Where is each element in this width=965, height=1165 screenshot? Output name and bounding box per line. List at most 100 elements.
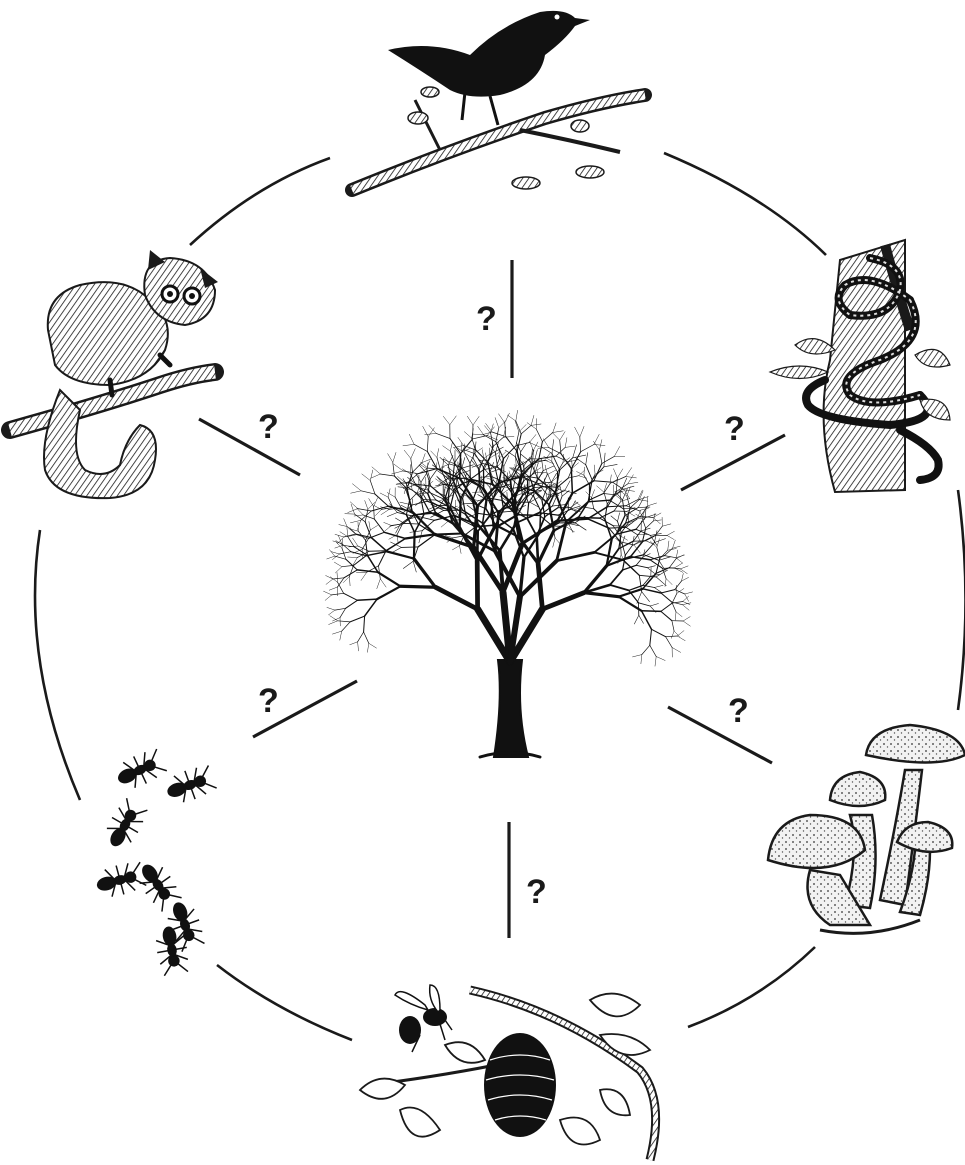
tree-branch [630,499,639,508]
tree-branch [400,586,435,587]
tree-branch [659,560,665,570]
tree-branch [353,538,358,546]
tree-branch [505,423,506,437]
tree-branch [537,536,538,563]
tree-branch [460,546,462,554]
tree-branch [352,484,361,491]
tree-branch [661,611,672,620]
tree-branch [369,499,374,507]
tree-branch [371,538,387,552]
tree-branch [529,435,536,443]
tree-branch [645,506,646,517]
tree-branch [552,440,554,454]
tree-branch [560,432,565,441]
tree-branch [594,465,595,474]
tree-branch [342,565,354,566]
tree-branch [338,578,345,587]
tree-branch [652,629,666,636]
tree-branch [339,525,347,527]
tree-branch [350,528,357,535]
tree-branch [611,516,618,522]
tree-branch [623,500,625,516]
tree-branch [530,441,534,450]
tree-branch [543,439,548,448]
tree-branch [647,566,655,568]
tree-branch [675,612,676,620]
spoke-mushrooms [668,707,772,763]
tree-branch [553,423,556,433]
tree-branch [534,487,545,488]
tree-branch [436,433,450,438]
tree-branch [340,608,346,617]
tree-branch [450,442,452,451]
tree-branch [478,426,484,435]
tree-branch [654,539,665,543]
interaction-spokes [199,260,785,938]
tree-branch [623,560,639,575]
tree-branch [573,445,577,458]
tree-branch [492,432,506,437]
tree-branch [604,464,617,466]
tree-branch [527,504,528,519]
tree-branch [592,467,604,480]
tree-branch [429,425,436,433]
tree-branch [342,622,350,631]
tree-branch [575,501,583,507]
tree-branch [370,525,377,530]
tree-branch [377,586,400,599]
tree-branch [682,573,684,581]
tree-branch [495,418,499,428]
tree-branch [592,498,594,509]
tree-branch [654,585,663,587]
tree-branch [356,572,366,573]
tree-branch [571,469,572,494]
tree-branch [351,491,362,493]
tree-branch [394,464,403,471]
tree-branch [610,585,629,591]
tree-branch [614,447,619,457]
question-mark-bushbaby: ? [258,408,279,446]
tree-branch [346,600,358,608]
tree-branch [361,491,375,494]
tree-branch [580,426,584,437]
tree-branch [349,577,350,586]
tree-branch [329,587,337,590]
tree-branch [644,543,655,555]
crow-on-branch-icon [352,11,645,190]
tree-branch [667,535,674,539]
tree-branch [672,621,674,631]
tree-branch [584,593,619,597]
tree-branch [613,482,625,490]
tree-branch [637,510,641,519]
tree-branch [580,437,581,452]
tree-branch [350,616,365,622]
tree-branch [378,572,401,586]
tree-branch [616,538,623,544]
tree-branch [331,552,339,554]
tree-branch [374,507,375,520]
tree-branch [568,476,579,478]
tree-branch [660,550,668,559]
tree-branch [443,416,450,424]
tree-branch [639,615,644,623]
tree-branch [384,532,405,538]
tree-branch [388,489,390,497]
tree-branch [505,413,510,423]
tree-branch [324,591,332,595]
mushroom-cluster-icon [768,725,965,933]
tree-branch [533,442,538,450]
tree-branch [557,552,595,560]
spoke-bushbaby [199,419,300,475]
tree-branch [387,513,397,517]
tree-branch [673,540,676,548]
tree-branch [553,538,555,547]
tree-branch [539,442,543,459]
tree-branch [427,437,428,452]
tree-branch [654,531,657,543]
tree-branch [552,433,559,441]
tree-branch [365,501,368,510]
tree-branch [551,473,556,482]
tree-branch [381,509,389,514]
tree-branch [492,442,493,454]
tree-branch [358,632,364,642]
